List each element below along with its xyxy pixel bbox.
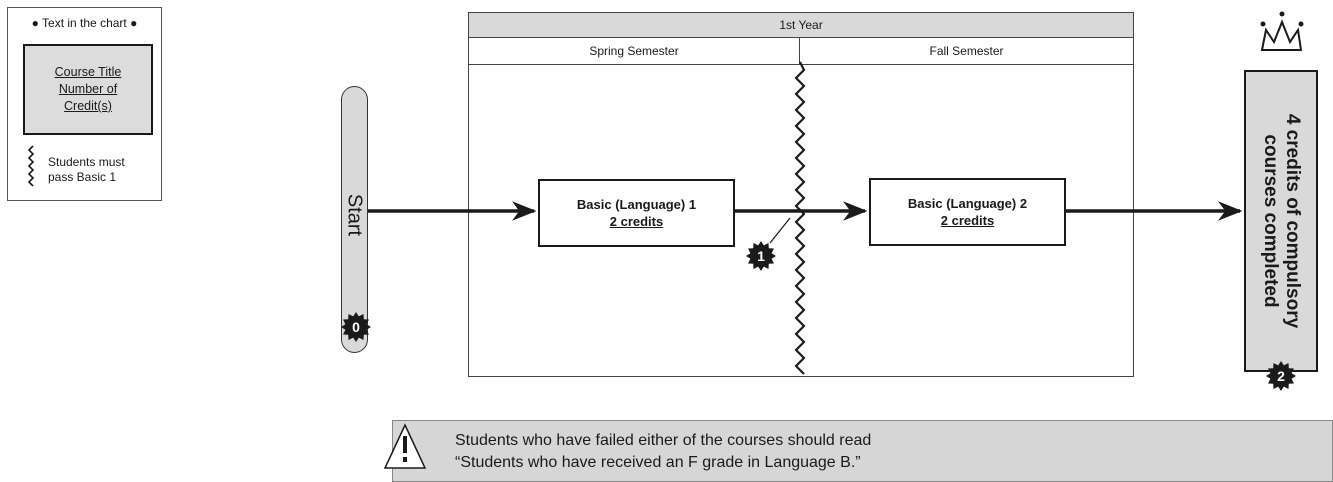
spring-semester-header: Spring Semester [469, 38, 800, 65]
legend-course-title: Course Title [54, 65, 122, 79]
course-credits: 2 credits [940, 213, 995, 228]
legend-panel: ● Text in the chart ● Course Title Numbe… [7, 7, 162, 201]
legend-course-box: Course Title Number of Credit(s) [23, 44, 153, 135]
burst-badge-icon [746, 241, 776, 271]
course-title: Basic (Language) 1 [576, 197, 697, 212]
course-credits: 2 credits [609, 214, 664, 229]
legend-note-line2: pass Basic 1 [48, 170, 117, 184]
course-basic-1: Basic (Language) 1 2 credits [538, 179, 735, 247]
notice-bar [392, 420, 1333, 482]
timeline-grid [468, 12, 1134, 377]
legend-credits-line2: Credit(s) [64, 99, 112, 113]
crown-icon [1260, 11, 1304, 51]
burst-badge-icon [1266, 361, 1296, 391]
notice-line2: “Students who have received an F grade i… [455, 454, 861, 471]
burst-badge-icon [341, 312, 371, 342]
legend-credits-line1: Number of [58, 82, 118, 96]
badge-pointer [769, 217, 791, 244]
legend-note: Students must pass Basic 1 [48, 155, 125, 185]
course-basic-2: Basic (Language) 2 2 credits [869, 178, 1066, 246]
wavy-line-icon [27, 145, 35, 187]
notice-line1: Students who have failed either of the c… [455, 432, 872, 449]
completion-badge-number: 2 [1277, 368, 1285, 384]
completion-bar [1244, 70, 1318, 372]
start-badge-number: 0 [352, 319, 360, 335]
start-capsule [341, 86, 368, 353]
notice-text: Students who have failed either of the c… [455, 430, 871, 474]
fall-semester-header: Fall Semester [800, 38, 1133, 65]
legend-note-line1: Students must [48, 155, 125, 169]
legend-title: ● Text in the chart ● [31, 16, 138, 30]
warning-icon [383, 423, 427, 469]
checkpoint-badge-number: 1 [757, 248, 765, 264]
wavy-line-icon [794, 61, 806, 375]
year-header: 1st Year [469, 13, 1133, 38]
course-title: Basic (Language) 2 [907, 196, 1028, 211]
